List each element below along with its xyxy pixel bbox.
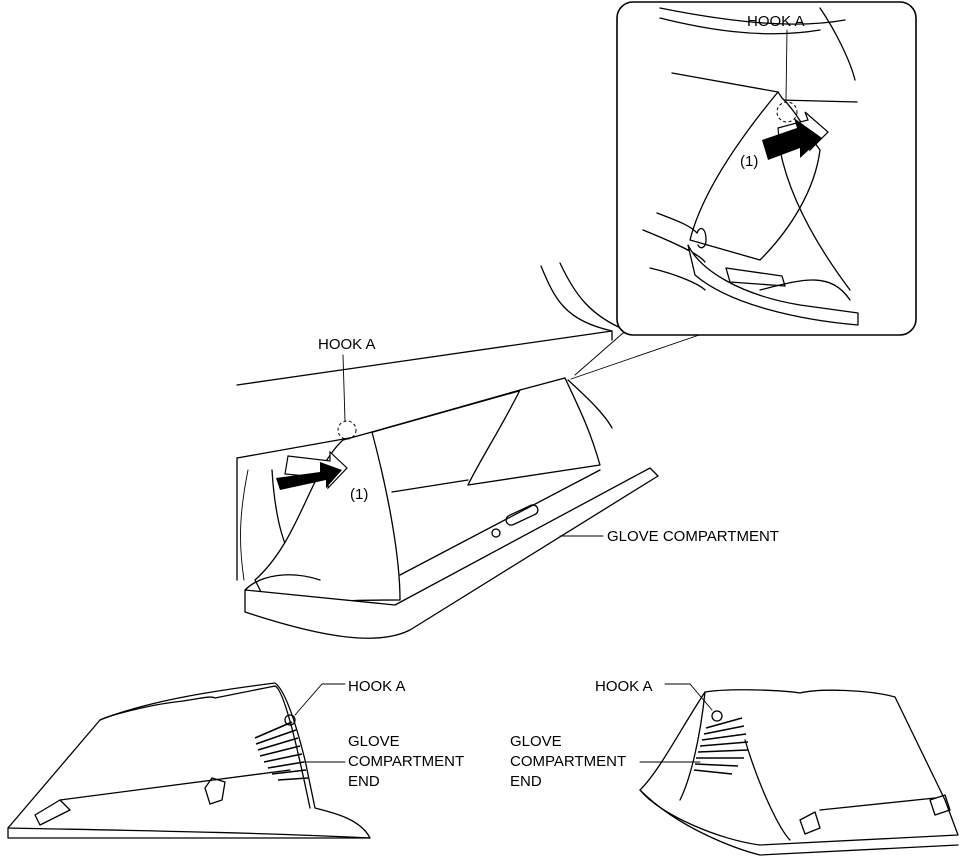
push-arrow-icon [276, 450, 348, 490]
main-hook-a-label: HOOK A [318, 336, 376, 353]
right-end-label-3: END [510, 773, 542, 790]
right-hook-a-label: HOOK A [595, 678, 653, 695]
inset-step-label: (1) [740, 153, 758, 170]
left-compartment-view [7, 682, 371, 839]
glove-compartment-label: GLOVE COMPARTMENT [607, 528, 779, 545]
inset-hook-a-marker [776, 101, 798, 123]
main-illustration [236, 262, 706, 639]
hook-a-marker [337, 420, 357, 440]
left-hook-a-label: HOOK A [348, 678, 406, 695]
right-end-label-1: GLOVE [510, 733, 562, 750]
left-end-label-3: END [348, 773, 380, 790]
left-end-label-1: GLOVE [348, 733, 400, 750]
inset-detail [616, 1, 917, 336]
right-end-hatch [693, 717, 749, 775]
right-end-label-2: COMPARTMENT [510, 753, 626, 770]
inset-push-arrow-icon [762, 111, 829, 160]
left-end-label-2: COMPARTMENT [348, 753, 464, 770]
left-end-hatch [254, 721, 309, 781]
main-step-label: (1) [350, 486, 368, 503]
inset-hook-a-label: HOOK A [747, 13, 805, 30]
right-compartment-view [639, 683, 959, 856]
